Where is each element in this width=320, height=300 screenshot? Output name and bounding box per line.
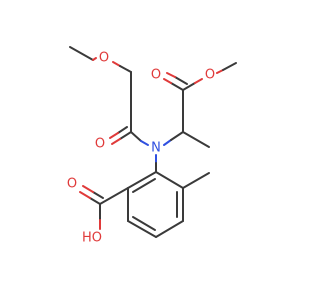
bond <box>111 138 121 145</box>
bond <box>222 62 237 71</box>
bond <box>216 69 224 74</box>
bond <box>174 76 188 85</box>
bond <box>109 132 119 139</box>
bond <box>170 82 184 91</box>
atom-label-acid-oh: HO <box>82 231 102 246</box>
bond <box>99 187 129 205</box>
bond <box>82 185 94 193</box>
structure-diagram: O O N O O O HO <box>67 46 237 246</box>
bond <box>112 61 121 67</box>
atom-label-ester-o-single: O <box>205 68 215 83</box>
bond <box>166 72 176 78</box>
bond <box>69 46 94 61</box>
atom-label-nitrogen: N <box>151 141 161 156</box>
bond <box>194 78 203 84</box>
atom-label-acid-o-double: O <box>67 177 77 192</box>
bond <box>132 216 156 231</box>
bond <box>92 191 104 199</box>
bond <box>119 131 132 140</box>
atom-label-amide-o: O <box>95 137 105 152</box>
atom-label-ester-o-double: O <box>151 68 161 83</box>
bond <box>127 171 157 189</box>
bond <box>182 172 210 189</box>
bond <box>92 57 97 61</box>
bond <box>132 178 156 193</box>
bond <box>182 82 196 91</box>
bond <box>163 78 172 84</box>
bond <box>79 191 91 199</box>
atom-label-methoxy-o: O <box>99 51 109 66</box>
bond <box>140 140 149 146</box>
bond <box>130 131 142 142</box>
bond <box>182 131 210 148</box>
bond <box>155 220 184 238</box>
bond <box>155 171 184 189</box>
bond <box>117 126 128 134</box>
bond <box>119 65 132 73</box>
bond <box>170 131 184 141</box>
bond <box>127 220 157 238</box>
bond <box>163 139 172 146</box>
bond <box>89 197 101 205</box>
